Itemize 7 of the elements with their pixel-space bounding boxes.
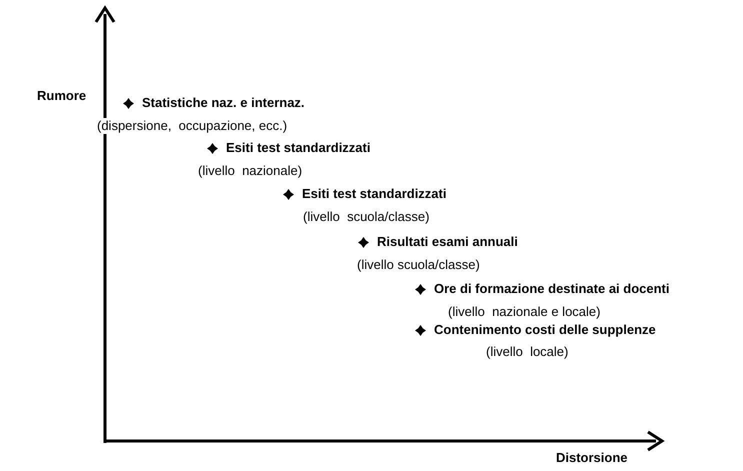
item-note: (dispersione, occupazione, ecc.) xyxy=(97,118,288,134)
item-title: Contenimento costi delle supplenze xyxy=(434,322,656,338)
item-note: (livello locale) xyxy=(486,344,568,360)
item-note: (livello nazionale e locale) xyxy=(448,304,600,320)
item-note: (livello scuola/classe) xyxy=(303,209,430,225)
item-note: (livello nazionale) xyxy=(198,163,302,179)
item-note: (livello scuola/classe) xyxy=(357,257,480,273)
